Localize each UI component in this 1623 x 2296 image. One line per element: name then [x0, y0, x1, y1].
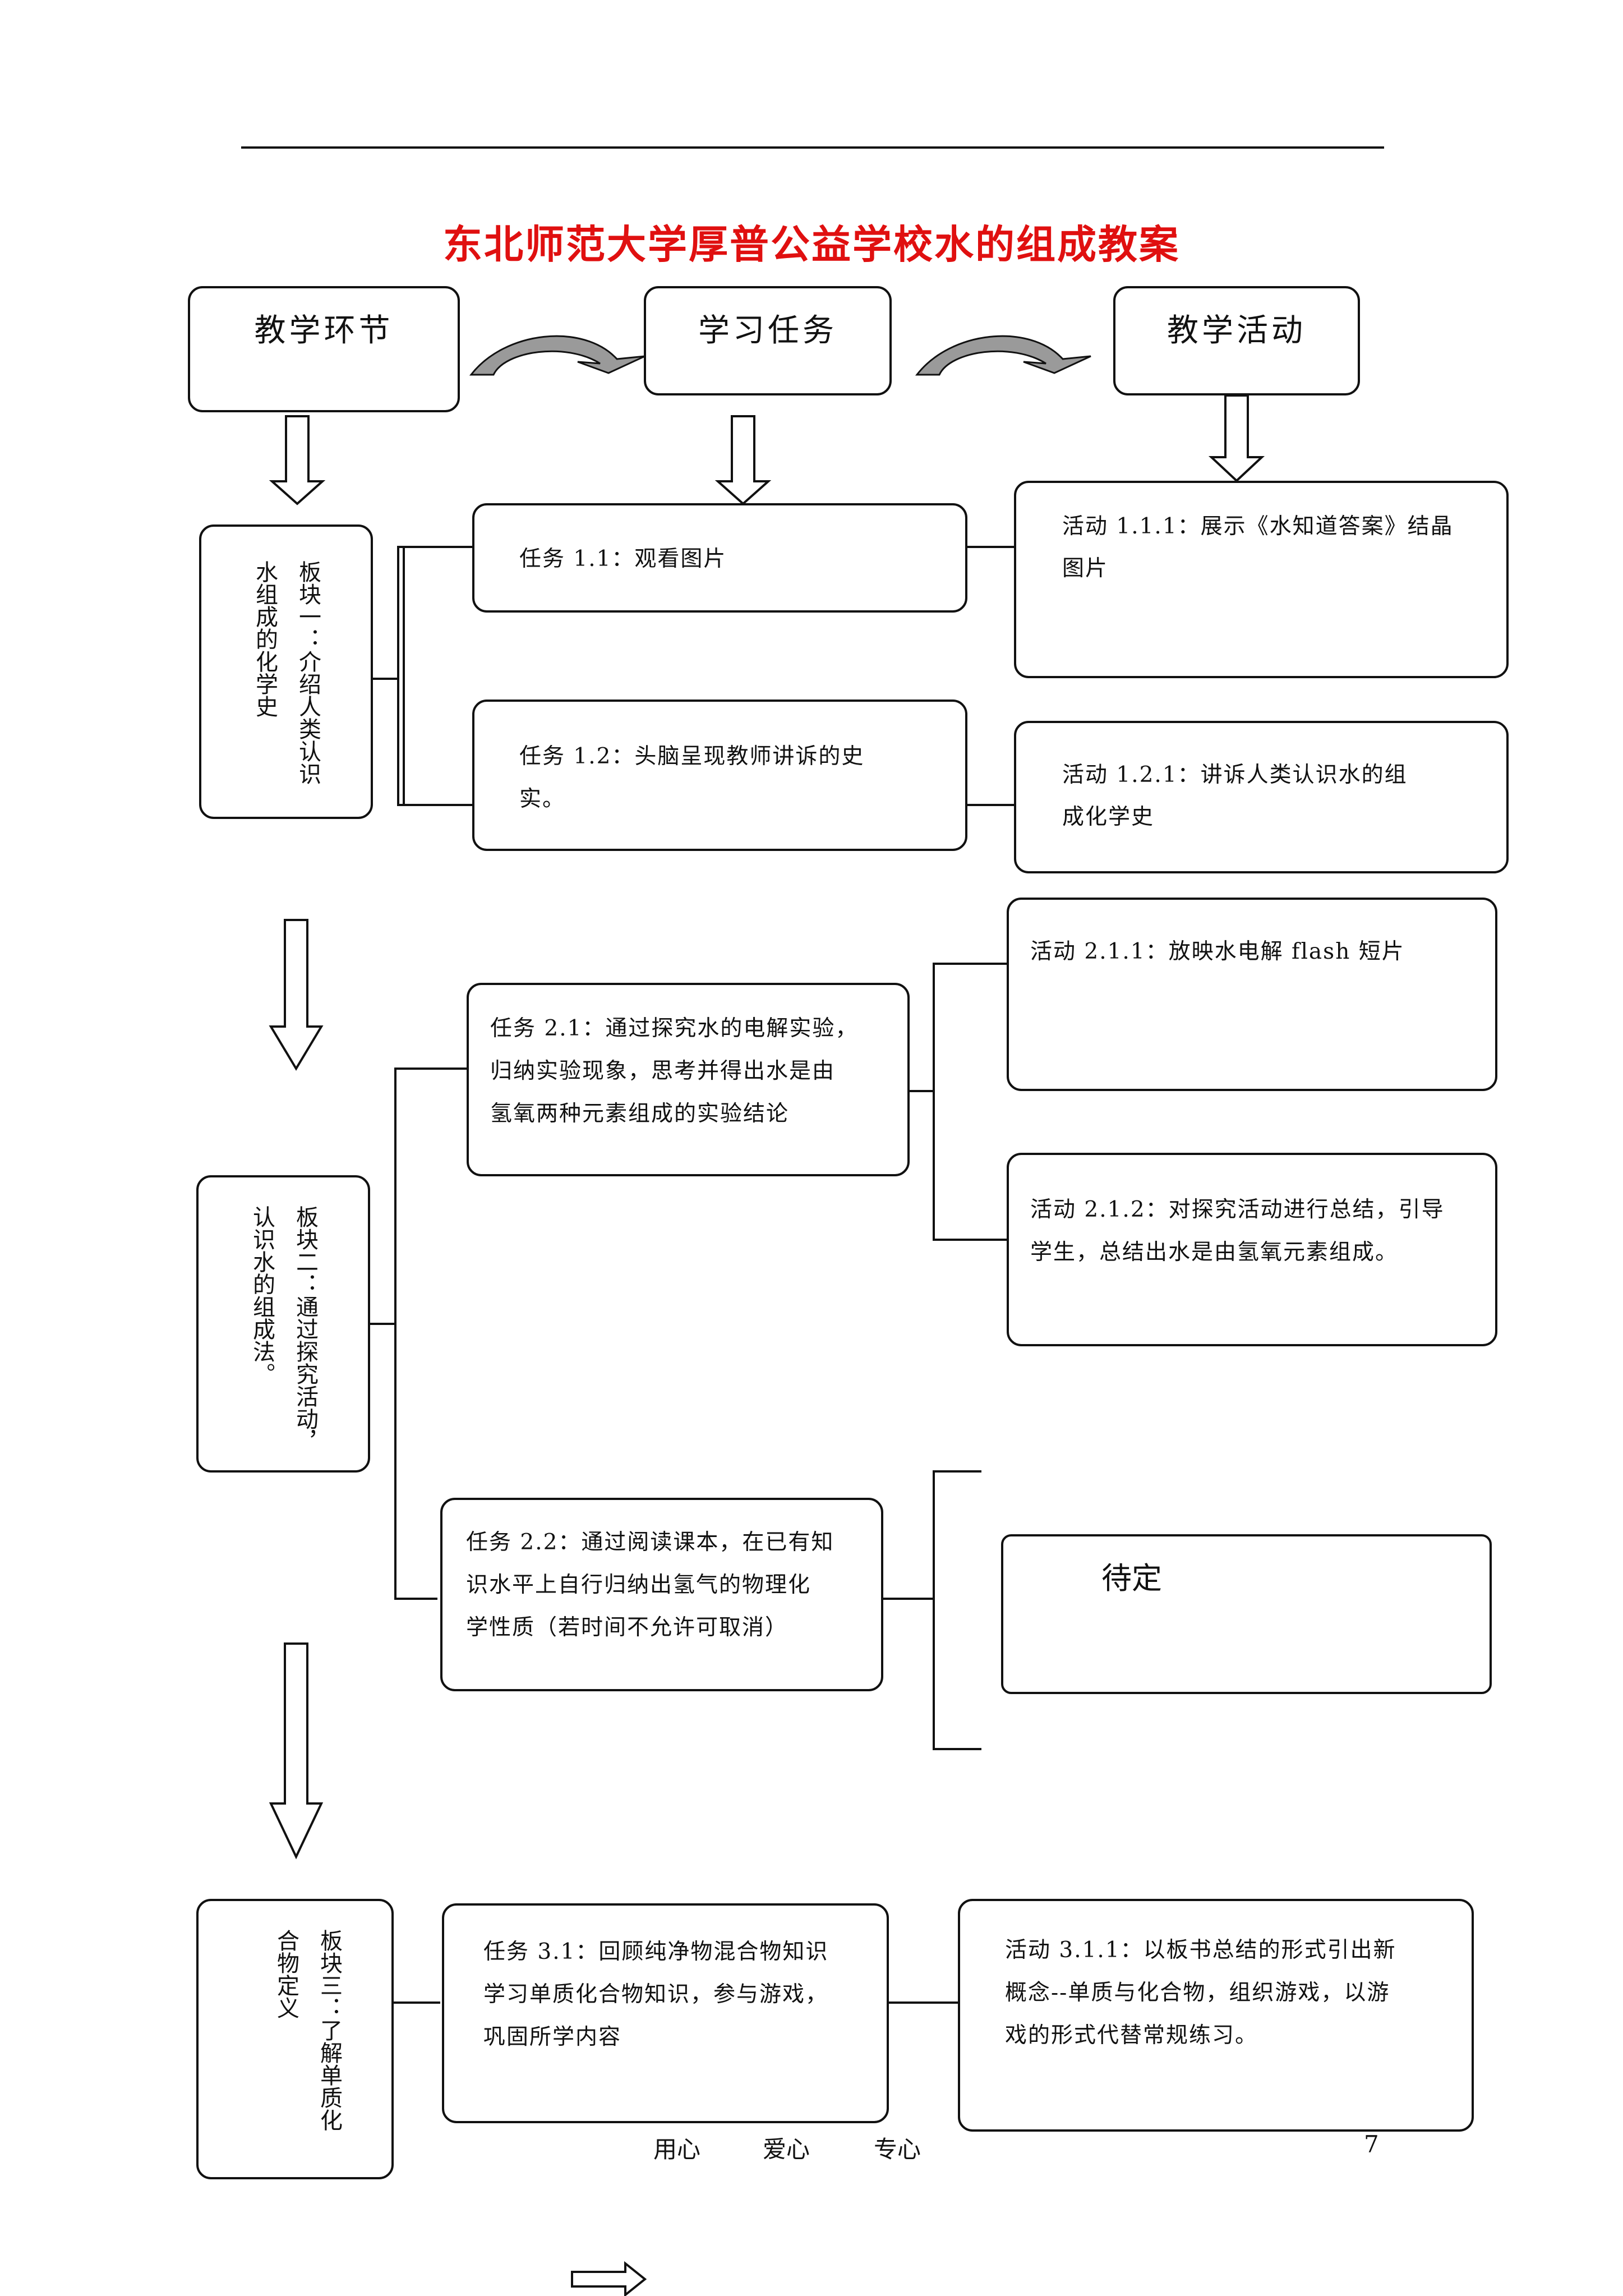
task-2-1-box: 任务 2.1：通过探究水的电解实验， 归纳实验现象，思考并得出水是由 氢氧两种元… [467, 983, 910, 1176]
activity-2-1-2-line1: 活动 2.1.2：对探究活动进行总结，引导 [1030, 1197, 1445, 1222]
down-arrow-col2 [714, 415, 772, 505]
module-2-box: 板块二：通过探究活动， 认识水的组成法。 [196, 1175, 370, 1473]
task-2-1-line2: 归纳实验现象，思考并得出水是由 [490, 1059, 836, 1084]
page-number: 7 [1364, 2131, 1379, 2158]
module-1-label-a: 板块一：介绍人类认识 [295, 560, 321, 785]
activity-3-1-1-line1: 活动 3.1.1：以板书总结的形式引出新 [1005, 1938, 1396, 1963]
module-1-label-b: 水组成的化学史 [252, 560, 278, 717]
curved-arrow-2 [915, 335, 1091, 376]
activity-1-2-1-line2: 成化学史 [1062, 804, 1155, 830]
footer-motto-3: 专心 [874, 2136, 921, 2163]
activity-2-1-1-box: 活动 2.1.1：放映水电解 flash 短片 [1007, 898, 1497, 1091]
task-2-1-line3: 氢氧两种元素组成的实验结论 [490, 1101, 790, 1126]
activity-2-1-2-box: 活动 2.1.2：对探究活动进行总结，引导 学生，总结出水是由氢氧元素组成。 [1007, 1153, 1497, 1346]
activity-1-1-1-box: 活动 1.1.1：展示《水知道答案》结晶 图片 [1014, 481, 1509, 678]
header-teaching-activity: 教学活动 [1113, 286, 1360, 395]
footer-motto-2: 爱心 [763, 2136, 810, 2163]
activity-1-1-1-line1: 活动 1.1.1：展示《水知道答案》结晶 [1062, 514, 1454, 539]
header-learning-task: 学习任务 [644, 286, 892, 395]
activity-1-2-1-box: 活动 1.2.1：讲诉人类认识水的组 成化学史 [1014, 721, 1509, 873]
task-3-1-line2: 学习单质化合物知识，参与游戏， [483, 1982, 829, 2007]
header-teaching-phase: 教学环节 [188, 286, 460, 412]
task-3-1-box: 任务 3.1：回顾纯净物混合物知识 学习单质化合物知识，参与游戏， 巩固所学内容 [442, 1903, 889, 2123]
down-arrow-section2 [269, 919, 324, 1071]
down-arrow-col3 [1208, 394, 1265, 482]
task-1-2-box: 任务 1.2：头脑呈现教师讲诉的史 实。 [472, 700, 967, 851]
curved-arrow-1 [469, 335, 645, 376]
module-1-box: 板块一：介绍人类认识 水组成的化学史 [199, 524, 373, 819]
activity-1-2-1-line1: 活动 1.2.1：讲诉人类认识水的组 [1062, 762, 1408, 788]
activity-2-1-2-line2: 学生，总结出水是由氢氧元素组成。 [1030, 1240, 1399, 1265]
footer-motto-1: 用心 [653, 2136, 701, 2163]
activity-pending-text: 待定 [1101, 1561, 1162, 1596]
task-1-1-box: 任务 1.1：观看图片 [472, 503, 967, 613]
activity-pending-box: 待定 [1001, 1534, 1492, 1694]
module-2-label-a: 板块二：通过探究活动， [292, 1205, 318, 1452]
module-3-box: 板块三：了解单质化 合物定义 [196, 1899, 394, 2179]
task-2-1-line1: 任务 2.1：通过探究水的电解实验， [490, 1016, 859, 1041]
module-3-label-a: 板块三：了解单质化 [316, 1929, 342, 2131]
task-1-1-text: 任务 1.1：观看图片 [519, 546, 727, 572]
task-2-2-line1: 任务 2.2：通过阅读课本，在已有知 [466, 1530, 834, 1555]
activity-2-1-1-text: 活动 2.1.1：放映水电解 flash 短片 [1030, 939, 1405, 964]
down-arrow-col1 [269, 415, 326, 505]
module-3-label-b: 合物定义 [273, 1929, 299, 2019]
task-3-1-line3: 巩固所学内容 [483, 2024, 622, 2050]
task-2-2-line2: 识水平上自行归纳出氢气的物理化 [466, 1572, 811, 1598]
right-arrow-bottom [571, 2261, 647, 2296]
task-1-2-line1: 任务 1.2：头脑呈现教师讲诉的史 [519, 744, 865, 769]
task-1-2-line2: 实。 [519, 786, 566, 812]
activity-1-1-1-line2: 图片 [1062, 556, 1109, 581]
module-2-label-b: 认识水的组成法。 [249, 1205, 275, 1385]
task-3-1-line1: 任务 3.1：回顾纯净物混合物知识 [483, 1939, 829, 1964]
task-2-2-line3: 学性质（若时间不允许可取消） [466, 1615, 789, 1640]
activity-3-1-1-line3: 戏的形式代替常规练习。 [1005, 2023, 1258, 2048]
document-title: 东北师范大学厚普公益学校水的组成教案 [443, 221, 1180, 268]
down-arrow-section3 [269, 1642, 324, 1860]
activity-3-1-1-line2: 概念--单质与化合物，组织游戏，以游 [1005, 1980, 1390, 2005]
task-2-2-box: 任务 2.2：通过阅读课本，在已有知 识水平上自行归纳出氢气的物理化 学性质（若… [440, 1498, 883, 1691]
activity-3-1-1-box: 活动 3.1.1：以板书总结的形式引出新 概念--单质与化合物，组织游戏，以游 … [958, 1899, 1474, 2132]
